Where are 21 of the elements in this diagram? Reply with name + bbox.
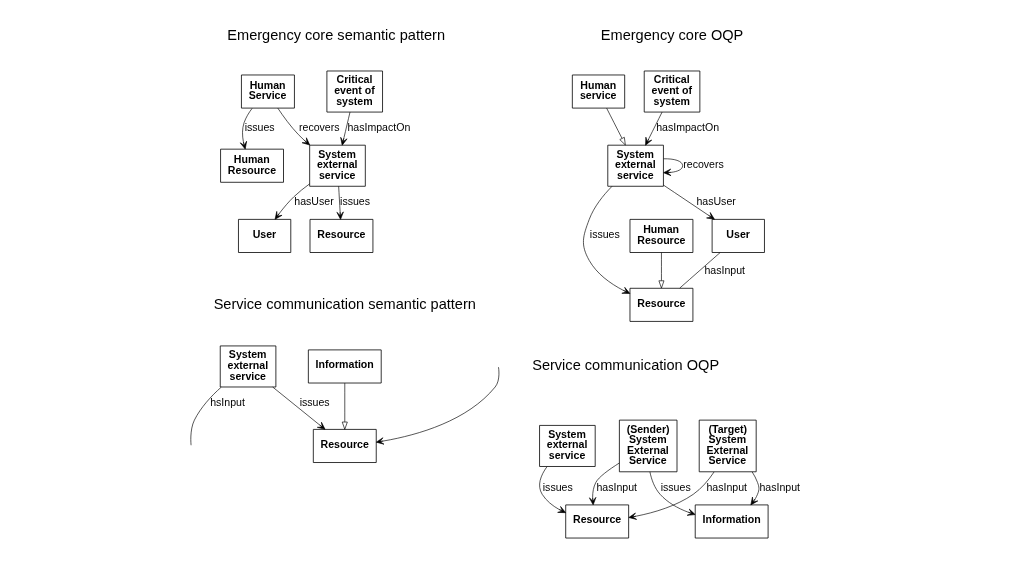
edge-label: issues: [660, 480, 691, 493]
edge-label: issues: [542, 480, 573, 493]
edge-label: hasInput: [705, 480, 747, 493]
edge-label: hasImpactOn: [346, 121, 410, 134]
edge-label: hasInput: [703, 264, 745, 277]
label: Emergency core semantic pattern: [226, 27, 445, 44]
edge-label: hsInput: [209, 396, 245, 409]
edge-label: issues: [339, 195, 370, 208]
edge-label: hasUser: [293, 195, 334, 208]
label: Service communication semantic pattern: [213, 295, 476, 312]
edge-label: hasInput: [595, 480, 637, 493]
edge-label: recovers: [682, 158, 724, 171]
label: Emergency core OQP: [600, 27, 743, 44]
edge-label: issues: [589, 228, 620, 241]
edge-label: issues: [244, 121, 275, 134]
edge-label: hasInput: [758, 480, 800, 493]
edge-label: issues: [299, 396, 330, 409]
edge-label: hasImpactOn: [655, 121, 719, 134]
label: Service communication OQP: [531, 357, 719, 374]
edge-label: hasUser: [695, 195, 736, 208]
edge-label: recovers: [298, 121, 340, 134]
